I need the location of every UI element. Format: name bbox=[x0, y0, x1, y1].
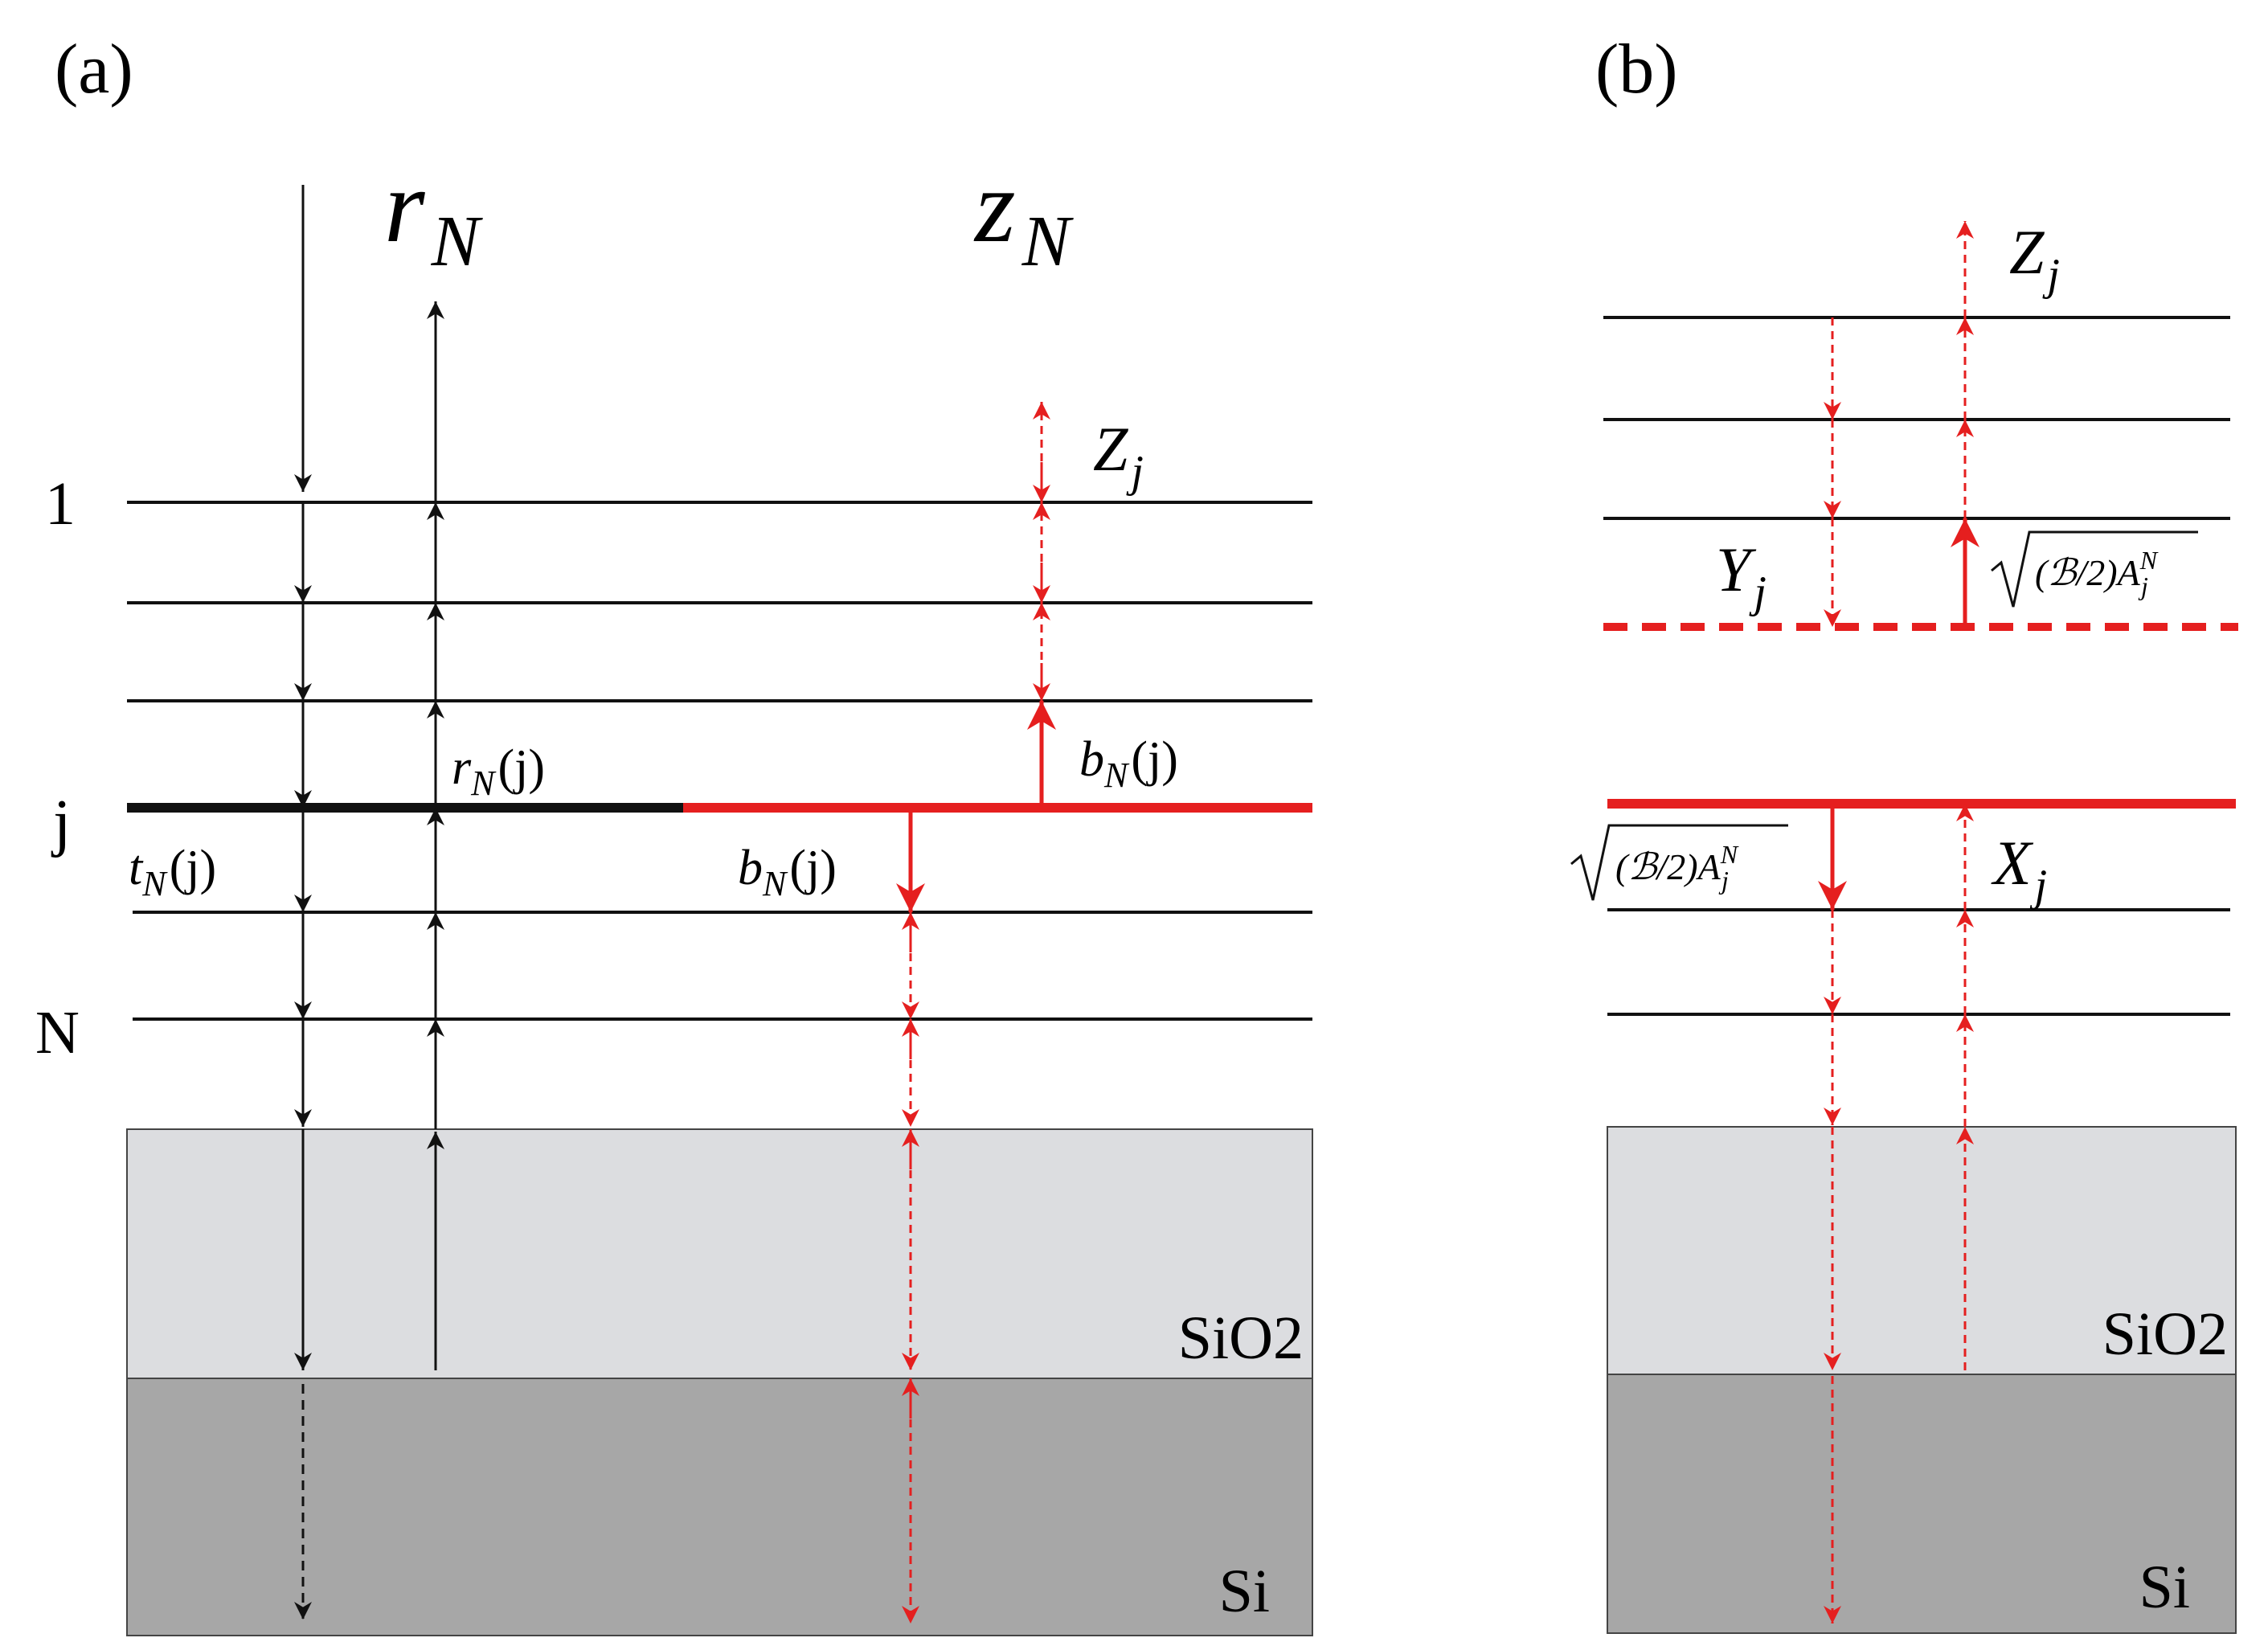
b-N-j-down-label: bN(j) bbox=[738, 841, 837, 903]
r-N-j-label: rN(j) bbox=[452, 740, 545, 803]
sio2-label-a: SiO2 bbox=[1178, 1304, 1304, 1372]
si-block-b bbox=[1607, 1374, 2237, 1634]
si-block-a bbox=[126, 1378, 1313, 1636]
layer-lines-a bbox=[127, 501, 1312, 1021]
layer-label-1: 1 bbox=[45, 470, 76, 538]
layer-label-N: N bbox=[35, 999, 80, 1067]
si-label-b: Si bbox=[2139, 1554, 2190, 1621]
layer-lines-b bbox=[1603, 316, 2230, 1016]
t-N-j-label: tN(j) bbox=[129, 841, 216, 903]
Y-j-label: Yj bbox=[1716, 534, 1767, 617]
z-N-label: zN bbox=[973, 149, 1075, 281]
sio2-label-b: SiO2 bbox=[2102, 1300, 2228, 1368]
sio2-block-a bbox=[126, 1128, 1313, 1379]
panel-a-label: (a) bbox=[55, 31, 133, 109]
sqrt-lower-radical bbox=[1570, 824, 1788, 901]
layer-label-j: j bbox=[51, 788, 71, 858]
Z-j-label-b: Zj bbox=[2009, 217, 2060, 300]
panel-a: (a) 1 j N rN zN Zj rN(j) tN(j) bN(j) bN(… bbox=[35, 31, 1313, 1636]
si-label-a: Si bbox=[1219, 1558, 1270, 1625]
sio2-block-b bbox=[1607, 1126, 2237, 1375]
r-N-label: rN bbox=[384, 149, 484, 281]
sqrt-upper-radical bbox=[1991, 530, 2198, 608]
X-j-label: Xj bbox=[1991, 828, 2047, 911]
panel-b-label: (b) bbox=[1595, 31, 1678, 109]
b-N-j-up-label: bN(j) bbox=[1079, 732, 1178, 795]
Z-j-label-a: Zj bbox=[1093, 414, 1144, 497]
